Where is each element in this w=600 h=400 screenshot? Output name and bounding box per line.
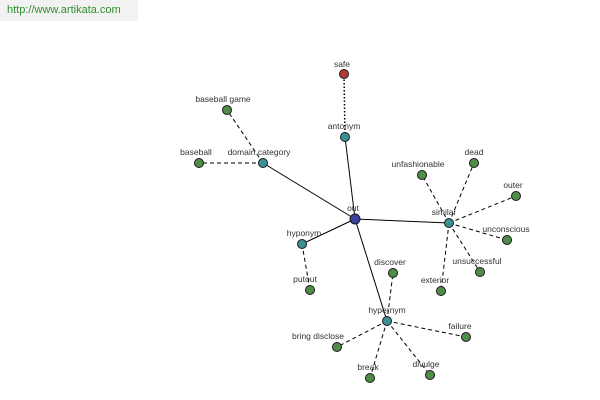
- word-label-dead: dead: [465, 147, 484, 157]
- edge-similar-unfashionable: [421, 174, 450, 224]
- relation-label-hyponym: hyponym: [287, 228, 322, 238]
- word-label-putout: putout: [293, 274, 317, 284]
- word-node-unsuccessful[interactable]: [475, 267, 485, 277]
- word-node-divulge[interactable]: [425, 370, 435, 380]
- word-node-unfashionable[interactable]: [417, 170, 427, 180]
- relation-label-similar: similar: [432, 207, 457, 217]
- word-label-unsuccessful: unsuccessful: [452, 256, 501, 266]
- edge-similar-unsuccessful: [448, 222, 481, 273]
- word-node-discover[interactable]: [388, 268, 398, 278]
- relation-label-hypernym: hypernym: [368, 305, 405, 315]
- word-node-failure[interactable]: [461, 332, 471, 342]
- word-node-unconscious[interactable]: [502, 235, 512, 245]
- word-label-outer: outer: [503, 180, 523, 190]
- word-node-putout[interactable]: [305, 285, 315, 295]
- word-node-exterior[interactable]: [436, 286, 446, 296]
- edge-hypernym-divulge: [386, 320, 431, 376]
- edge-similar-dead: [448, 162, 475, 224]
- edge-out-domain: [262, 162, 356, 220]
- edge-out-similar: [354, 218, 450, 224]
- word-node-outer[interactable]: [511, 191, 521, 201]
- relation-label-domain: domain category: [228, 147, 292, 157]
- relation-node-hypernym[interactable]: [382, 316, 392, 326]
- word-label-divulge: divulge: [413, 359, 440, 369]
- source-url[interactable]: http://www.artikata.com: [0, 0, 138, 21]
- edge-domain-baseball-game: [226, 109, 264, 164]
- edge-hypernym-discover: [386, 272, 394, 322]
- edge-out-antonym: [344, 136, 356, 220]
- word-label-baseball: baseball: [180, 147, 212, 157]
- word-node-baseball-game[interactable]: [222, 105, 232, 115]
- word-node-safe[interactable]: [339, 69, 349, 79]
- edge-antonym-safe: [343, 73, 346, 138]
- word-node-baseball[interactable]: [194, 158, 204, 168]
- word-label-exterior: exterior: [421, 275, 450, 285]
- edge-hypernym-bring-disclose: [336, 320, 388, 348]
- word-node-break[interactable]: [365, 373, 375, 383]
- relation-node-similar[interactable]: [444, 218, 454, 228]
- graph-labels: out antonym domain category similar hyponym h…: [180, 59, 529, 372]
- word-label-break: break: [357, 362, 379, 372]
- relation-node-domain[interactable]: [258, 158, 268, 168]
- edge-similar-outer: [448, 195, 517, 224]
- word-node-dead[interactable]: [469, 158, 479, 168]
- word-label-failure: failure: [448, 321, 471, 331]
- center-node-out[interactable]: [349, 213, 361, 225]
- edge-out-hypernym: [354, 218, 388, 322]
- graph-edges: [199, 73, 517, 379]
- graph-nodes: [194, 69, 521, 383]
- word-label-baseball-game: baseball game: [195, 94, 251, 104]
- word-label-bring-disclose: bring disclose: [292, 331, 344, 341]
- center-label: out: [347, 203, 359, 213]
- word-label-unconscious: unconscious: [482, 224, 529, 234]
- word-node-bring-disclose[interactable]: [332, 342, 342, 352]
- word-label-safe: safe: [334, 59, 350, 69]
- edge-hyponym-putout: [301, 243, 311, 291]
- relation-node-hyponym[interactable]: [297, 239, 307, 249]
- relation-node-antonym[interactable]: [340, 132, 350, 142]
- edge-hypernym-break: [369, 320, 388, 379]
- relation-label-antonym: antonym: [328, 121, 361, 131]
- word-label-unfashionable: unfashionable: [392, 159, 445, 169]
- edge-out-hyponym: [301, 218, 356, 245]
- word-label-discover: discover: [374, 257, 406, 267]
- edge-similar-unconscious: [448, 222, 508, 241]
- edge-similar-exterior: [440, 222, 450, 292]
